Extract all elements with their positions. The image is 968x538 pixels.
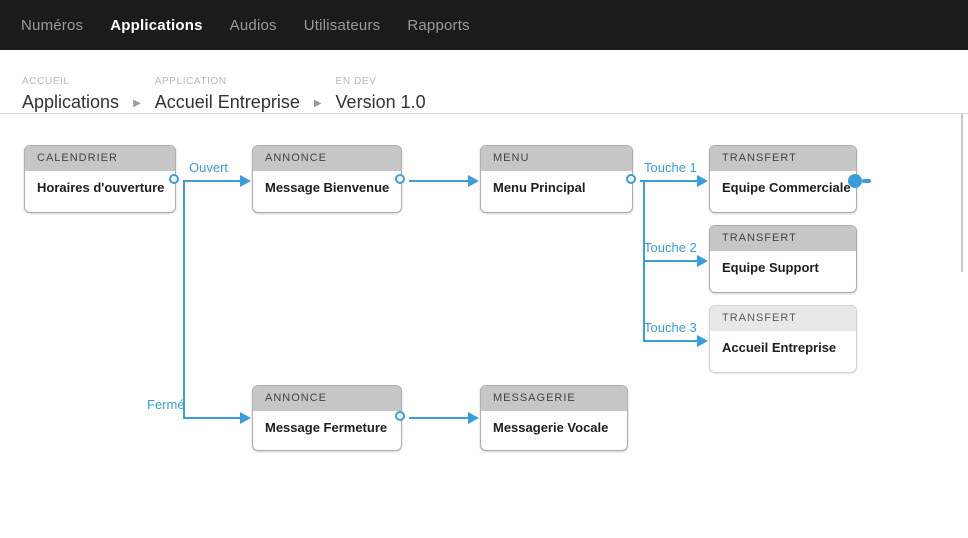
edge-label-touche-1: Touche 1 [644,160,697,175]
node-annonce-bienvenue[interactable]: ANNONCE Message Bienvenue [252,145,402,213]
breadcrumb-link-accueil-entreprise[interactable]: Accueil Entreprise [154,92,300,112]
edge-line [409,180,468,182]
breadcrumb: ACCUEIL Applications ▶ APPLICATION Accue… [0,50,968,113]
arrowhead-icon [697,255,708,267]
arrowhead-icon [468,412,479,424]
arrowhead-icon [240,412,251,424]
node-transfert-accueil-entreprise[interactable]: TRANSFERT Accueil Entreprise [709,305,857,373]
edge-label-ferme: Fermé [147,397,185,412]
edge-stub-line [862,179,871,183]
breadcrumb-level-version: EN DEV Version 1.0 [336,76,426,113]
node-type-label: ANNONCE [253,146,401,171]
edge-line [183,180,185,418]
output-port-menu[interactable] [626,174,636,184]
nav-item-utilisateurs[interactable]: Utilisateurs [303,16,381,34]
nav-item-applications[interactable]: Applications [110,16,203,34]
node-title: Message Bienvenue [265,180,390,195]
node-type-label: TRANSFERT [710,226,856,251]
output-port-calendrier[interactable] [169,174,179,184]
nav-item-rapports[interactable]: Rapports [407,16,470,34]
edge-line [643,260,697,262]
vertical-scrollbar[interactable] [961,114,963,272]
breadcrumb-category: APPLICATION [154,76,227,87]
output-port-annonce-fermeture[interactable] [395,411,405,421]
node-title: Equipe Commerciale [722,180,851,195]
edge-label-touche-2: Touche 2 [644,240,697,255]
breadcrumb-category: ACCUEIL [22,76,70,87]
nav-item-numeros[interactable]: Numéros [21,16,84,34]
header-divider [0,113,968,114]
node-type-label: MESSAGERIE [481,386,627,411]
breadcrumb-arrow-icon: ▶ [133,98,141,109]
breadcrumb-link-version[interactable]: Version 1.0 [335,92,426,112]
node-type-label: CALENDRIER [25,146,175,171]
node-title: Equipe Support [722,260,819,275]
breadcrumb-arrow-icon: ▶ [313,98,322,109]
breadcrumb-level-application: APPLICATION Accueil Entreprise [155,76,300,113]
edge-label-ouvert: Ouvert [189,160,229,175]
node-title: Message Fermeture [265,420,388,435]
breadcrumb-category: EN DEV [335,76,377,87]
arrowhead-icon [468,175,479,187]
node-annonce-fermeture[interactable]: ANNONCE Message Fermeture [252,385,402,451]
top-navbar: Numéros Applications Audios Utilisateurs… [0,0,968,50]
edge-label-touche-3: Touche 3 [644,320,697,335]
node-type-label: MENU [481,146,632,171]
node-title: Accueil Entreprise [722,340,837,355]
output-port-annonce-bienvenue[interactable] [395,174,405,184]
edge-line [183,417,240,419]
node-title: Messagerie Vocale [493,420,609,435]
node-title: Horaires d'ouverture [37,180,165,195]
node-menu-principal[interactable]: MENU Menu Principal [480,145,633,213]
breadcrumb-link-applications[interactable]: Applications [22,92,120,112]
node-messagerie-vocale[interactable]: MESSAGERIE Messagerie Vocale [480,385,628,451]
arrowhead-icon [240,175,251,187]
breadcrumb-level-accueil: ACCUEIL Applications [22,76,119,113]
node-title: Menu Principal [493,180,586,195]
node-type-label: TRANSFERT [710,306,856,331]
node-transfert-support[interactable]: TRANSFERT Equipe Support [709,225,857,293]
edge-line [643,340,697,342]
node-type-label: ANNONCE [253,386,401,411]
nav-item-audios[interactable]: Audios [229,16,277,34]
edge-line [640,180,697,182]
arrowhead-icon [697,335,708,347]
edge-line [183,180,240,182]
arrowhead-icon [697,175,708,187]
edge-line [409,417,468,419]
node-calendrier[interactable]: CALENDRIER Horaires d'ouverture [24,145,176,213]
node-type-label: TRANSFERT [710,146,856,171]
output-port-transfert-commerciale[interactable] [848,174,862,188]
node-transfert-commerciale[interactable]: TRANSFERT Equipe Commerciale [709,145,857,213]
